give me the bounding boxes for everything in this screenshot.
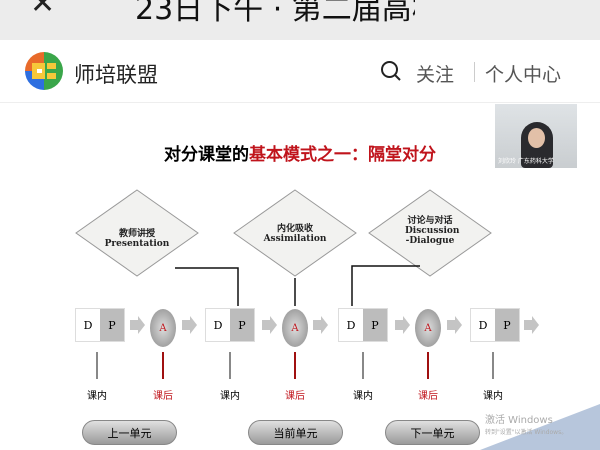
d-cell: D (346, 318, 356, 332)
close-icon[interactable]: ✕ (30, 0, 56, 21)
p-cell: P (495, 309, 519, 341)
p-cell: P (230, 309, 254, 341)
a-oval: A (415, 309, 441, 347)
top-bar: ✕ 23日下午 · 第二届高校青年 ••• (0, 0, 600, 40)
more-icon[interactable]: ••• (535, 0, 587, 12)
slide-title: 对分课堂的基本模式之一：隔堂对分 (0, 140, 600, 165)
diamond-en: Assimilation (263, 234, 327, 244)
label-in-class: 课内 (483, 391, 503, 402)
diamond-en: Discussion -Dialogue (405, 226, 460, 246)
arrow-icons (130, 316, 539, 334)
label-after-class: 课后 (153, 391, 173, 402)
diamond-discussion (368, 189, 492, 277)
p-cell: P (100, 309, 124, 341)
p-cell: P (363, 309, 387, 341)
diamond-presentation (75, 189, 199, 277)
site-header: 师培联盟 关注 个人中心 (0, 40, 600, 103)
divider (474, 62, 475, 82)
connector-line (175, 267, 239, 306)
slide-diagram (75, 189, 600, 450)
brand-name[interactable]: 师培联盟 (74, 63, 158, 87)
diamond-cn: 内化吸收 (276, 224, 313, 234)
watermark-line1: 激活 Windows (485, 415, 553, 426)
windows-stripe (480, 404, 600, 450)
current-unit-button: 当前单元 (248, 420, 343, 445)
timeline-ticks (96, 352, 494, 379)
logo-icon[interactable] (25, 52, 63, 90)
speaker-video[interactable]: 刘欣玲 广东药科大学 (495, 104, 577, 168)
connector-line (351, 265, 420, 306)
label-after-class: 课后 (418, 391, 438, 402)
label-in-class: 课内 (87, 391, 107, 402)
label-in-class: 课内 (353, 391, 373, 402)
speaker-name: 刘欣玲 广东药科大学 (498, 158, 554, 165)
next-unit-button: 下一单元 (385, 420, 480, 445)
a-oval: A (282, 309, 308, 347)
d-cell: D (83, 318, 93, 332)
label-after-class: 课后 (285, 391, 305, 402)
watermark-line2: 转到"设置"以激活 Windows。 (485, 429, 568, 436)
a-oval: A (150, 309, 176, 347)
d-cell: D (478, 318, 488, 332)
previous-unit-button: 上一单元 (82, 420, 177, 445)
personal-center-link[interactable]: 个人中心 (485, 64, 562, 86)
activation-watermark: 激活 Windows 转到"设置"以激活 Windows。 (485, 415, 567, 439)
label-in-class: 课内 (220, 391, 240, 402)
follow-button[interactable]: 关注 (416, 64, 455, 86)
speaker-face (528, 128, 545, 148)
diamond-en: Presentation (104, 239, 170, 249)
title-red: 基本模式之一：隔堂对分 (249, 145, 436, 165)
d-cell: D (213, 318, 223, 332)
diamond-assimilation (233, 189, 357, 277)
page-title: 23日下午 · 第二届高校青年 (135, 0, 415, 27)
search-icon[interactable] (380, 60, 402, 82)
title-black: 对分课堂的 (164, 145, 249, 165)
diamond-cn: 教师讲授 (118, 229, 155, 239)
diamond-cn: 讨论与对话 (407, 216, 453, 226)
